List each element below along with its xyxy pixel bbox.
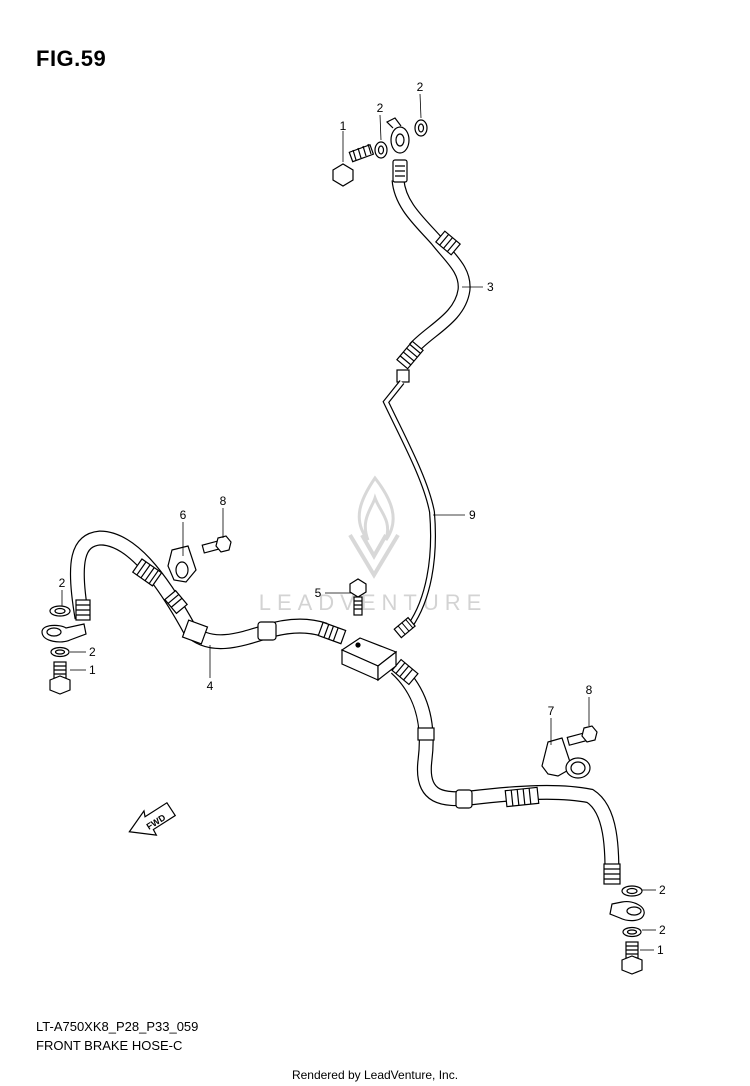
watermark-text: LEADVENTURE <box>259 590 488 615</box>
top-banjo-bolt <box>332 143 375 187</box>
callout-clamp-bolt-right: 8 <box>586 683 593 697</box>
watermark-v-icon <box>348 533 400 579</box>
upper-brake-hose <box>385 117 471 383</box>
render-footer: Rendered by LeadVenture, Inc. <box>291 1068 459 1082</box>
figure-title: FIG.59 <box>36 46 107 71</box>
fwd-arrow-icon: FWD <box>128 801 177 836</box>
left-banjo-assembly <box>41 605 87 695</box>
callout-right-washer-top: 2 <box>659 883 666 897</box>
callout-right-washer-bottom: 2 <box>659 923 666 937</box>
callout-hose-left: 4 <box>207 679 214 693</box>
callout-top-bolt: 1 <box>340 119 347 133</box>
watermark-flame-icon <box>357 475 395 541</box>
left-clamp-bolt <box>201 535 232 554</box>
brake-pipe <box>382 380 437 639</box>
callout-left-washer-top: 2 <box>59 576 66 590</box>
right-brake-hose <box>390 658 621 885</box>
callout-joint-bolt: 5 <box>315 586 322 600</box>
callout-numbers: 1 2 2 3 4 5 6 7 8 8 9 2 2 1 2 2 1 <box>59 80 666 957</box>
left-hose-clamp <box>167 545 197 583</box>
callout-left-washer-bottom: 2 <box>89 645 96 659</box>
callout-pipe: 9 <box>469 508 476 522</box>
right-banjo-assembly <box>609 885 645 975</box>
callout-clamp-right: 7 <box>548 704 555 718</box>
callout-right-bolt: 1 <box>657 943 664 957</box>
joint-bolt <box>349 578 367 616</box>
three-way-joint <box>340 637 398 682</box>
left-brake-hose <box>69 530 347 650</box>
right-hose-clamp <box>541 737 591 779</box>
leader-lines <box>61 93 656 951</box>
watermark: LEADVENTURE <box>259 475 488 615</box>
callout-top-washer-left: 2 <box>377 101 384 115</box>
callout-left-bolt: 1 <box>89 663 96 677</box>
figure-caption: FRONT BRAKE HOSE-C <box>36 1038 183 1053</box>
figure-code: LT-A750XK8_P28_P33_059 <box>36 1019 199 1034</box>
top-washers <box>374 119 428 159</box>
callout-clamp-bolt-left: 8 <box>220 494 227 508</box>
right-clamp-bolt <box>566 725 598 746</box>
callout-clamp-left: 6 <box>180 508 187 522</box>
callout-hose-upper: 3 <box>487 280 494 294</box>
callout-top-washer-right: 2 <box>417 80 424 94</box>
